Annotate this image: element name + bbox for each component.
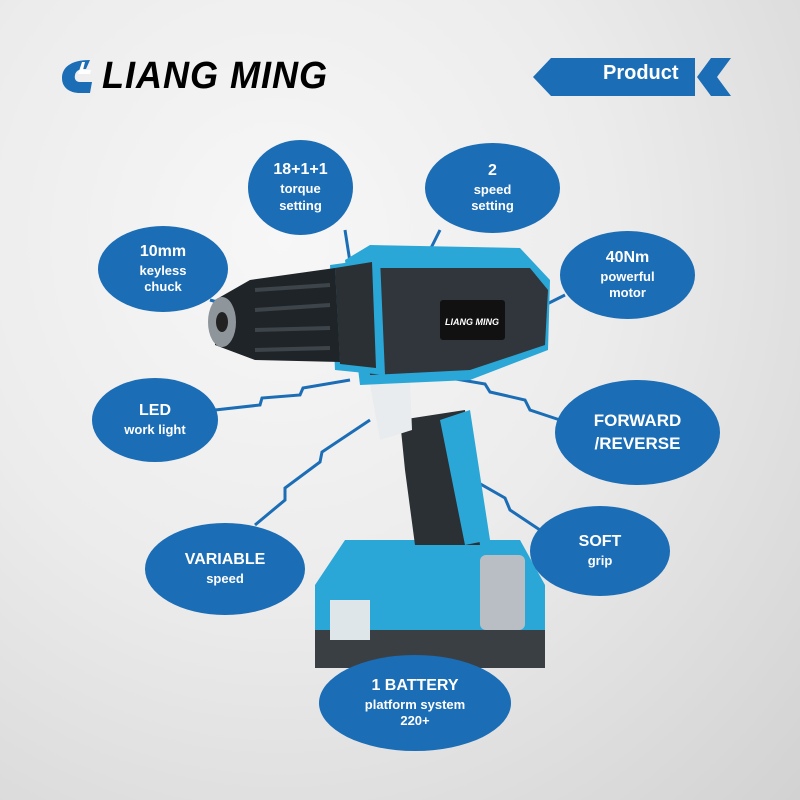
feature-title: SOFT	[578, 533, 622, 551]
feature-soft-grip: SOFT grip	[530, 506, 670, 596]
feature-line: keyless	[139, 262, 187, 278]
product-tag: Product	[533, 58, 733, 96]
feature-line: /REVERSE	[594, 433, 681, 453]
feature-title: 10mm	[139, 242, 187, 260]
feature-line: speed	[206, 570, 244, 586]
feature-line: setting	[471, 198, 514, 214]
brand-logo: LIANG MING	[60, 54, 340, 97]
feature-title: LED	[139, 402, 171, 420]
brand-name: LIANG MING	[102, 54, 329, 97]
feature-line: 220+	[400, 713, 430, 729]
feature-speed-setting: 2 speed setting	[425, 143, 560, 233]
feature-forward-reverse: FORWARD /REVERSE	[555, 380, 720, 485]
feature-line: setting	[279, 197, 322, 213]
feature-line: chuck	[144, 279, 182, 295]
feature-powerful-motor: 40Nm powerful motor	[560, 231, 695, 319]
product-tag-label: Product	[603, 62, 679, 84]
feature-variable-speed: VARIABLE speed	[145, 523, 305, 615]
feature-keyless-chuck: 10mm keyless chuck	[98, 226, 228, 312]
logo-mark-icon	[62, 60, 92, 93]
feature-line: speed	[473, 181, 512, 197]
feature-title: 1 BATTERY	[371, 676, 459, 694]
feature-line: motor	[609, 285, 646, 301]
feature-line: grip	[587, 552, 613, 568]
drill-brand-label: LIANG MING	[445, 317, 499, 327]
feature-line: platform system	[364, 696, 466, 712]
arrow-banner-icon	[533, 58, 731, 96]
feature-title: 18+1+1	[273, 161, 328, 179]
belt-clip	[480, 555, 525, 630]
feature-title: FORWARD	[593, 411, 682, 431]
feature-battery-platform: 1 BATTERY platform system 220+	[319, 655, 511, 751]
feature-line: work light	[124, 421, 186, 437]
feature-title: 40Nm	[605, 248, 650, 266]
feature-led-work-light: LED work light	[92, 378, 218, 462]
feature-title: VARIABLE	[184, 551, 266, 569]
feature-title: 2	[488, 161, 497, 179]
feature-torque-setting: 18+1+1 torque setting	[248, 140, 353, 235]
feature-line: powerful	[600, 268, 655, 284]
feature-line: torque	[280, 181, 321, 196]
